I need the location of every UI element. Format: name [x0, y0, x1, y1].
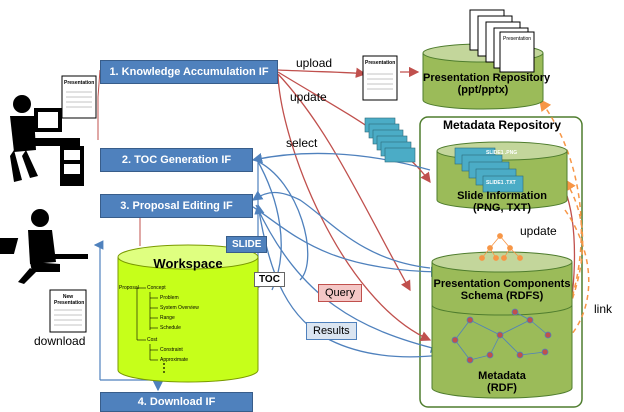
query-arrow [255, 204, 442, 353]
presentation-repository-name: Presentation Repository [423, 72, 551, 84]
schema-tree-icon [479, 233, 523, 261]
ws-system-overview: System Overview [160, 305, 199, 311]
upload-label: upload [296, 56, 333, 70]
ws-cost: Cost [147, 337, 158, 343]
download-label: download [34, 334, 86, 348]
proposal-editing-if[interactable]: 3. Proposal Editing IF [100, 194, 253, 218]
knowledge-accumulation-if[interactable]: 1. Knowledge Accumulation IF [100, 60, 278, 84]
ellipsis-dots [163, 363, 165, 373]
link-label: link [594, 302, 613, 316]
user-desk-icon [10, 95, 84, 186]
slide-png-label: SLIDE1 .PNG [486, 150, 518, 156]
link-arrow [538, 209, 590, 361]
download-arrow [93, 240, 104, 380]
presentation-repository-title: Presentation Repository (ppt/pptx) [423, 72, 551, 96]
update-arrow-1 [277, 71, 431, 184]
user-laptop-icon [0, 209, 88, 284]
query-tag: Query [318, 284, 362, 302]
metadata-db [431, 251, 573, 399]
upload-arrow [277, 67, 367, 78]
metadata-title: Metadata (RDF) [452, 370, 552, 394]
metadata-name: Metadata [478, 370, 526, 382]
stack-doc-label: Presentation [503, 36, 532, 42]
stacked-documents-icon [469, 9, 535, 73]
slide-information-format: (PNG, TXT) [472, 202, 532, 214]
toc-generation-if[interactable]: 2. TOC Generation IF [100, 148, 253, 172]
slide-information-title: Slide Information (PNG, TXT) [437, 190, 567, 214]
ws-approximate: Approximate [160, 357, 189, 363]
document-icon [362, 55, 398, 101]
download-if[interactable]: 4. Download IF [100, 392, 253, 412]
presentation-doc-label: Presentation [64, 80, 95, 86]
ws-range: Range [160, 315, 175, 321]
schema-name: Presentation Components [433, 278, 571, 290]
document-icon [49, 289, 87, 333]
schema-title: Presentation Components Schema (RDFS) [424, 278, 580, 302]
select-label: select [286, 136, 318, 150]
ws-concept: Concept [147, 285, 166, 291]
rdf-graph-icon [451, 308, 552, 364]
metadata-repository-title: Metadata Repository [442, 118, 562, 132]
toc-tag: TOC [254, 272, 285, 287]
ws-problem: Problem [160, 295, 179, 301]
metadata-format: (RDF) [487, 382, 517, 394]
ws-schedule: Schedule [160, 325, 181, 331]
slide-files-icon [454, 147, 524, 193]
ws-proposal: Proposal [119, 285, 139, 291]
workspace-title: Workspace [153, 256, 223, 271]
slide-information-name: Slide Information [457, 190, 547, 202]
workspace-tree-lines [136, 287, 158, 361]
slide-tag: SLIDE [226, 236, 268, 253]
results-tag: Results [306, 322, 357, 340]
presentation-repository-format: (ppt/pptx) [457, 84, 509, 96]
ws-constraint: Constraint [160, 347, 183, 353]
workspace-db [117, 244, 259, 383]
slide-txt-label: SLIDE1 .TXT [486, 180, 516, 186]
presentation-doc-label-2: Presentation [365, 60, 396, 66]
update-arrow-2 [277, 73, 411, 292]
select-arrow [251, 152, 431, 171]
document-icon [61, 75, 97, 119]
update-label: update [290, 90, 327, 104]
new-presentation-label: New Presentation [54, 294, 85, 306]
slide-files-icon [364, 117, 416, 163]
schema-format: Schema (RDFS) [460, 290, 544, 302]
update-right-label: update [520, 224, 557, 238]
